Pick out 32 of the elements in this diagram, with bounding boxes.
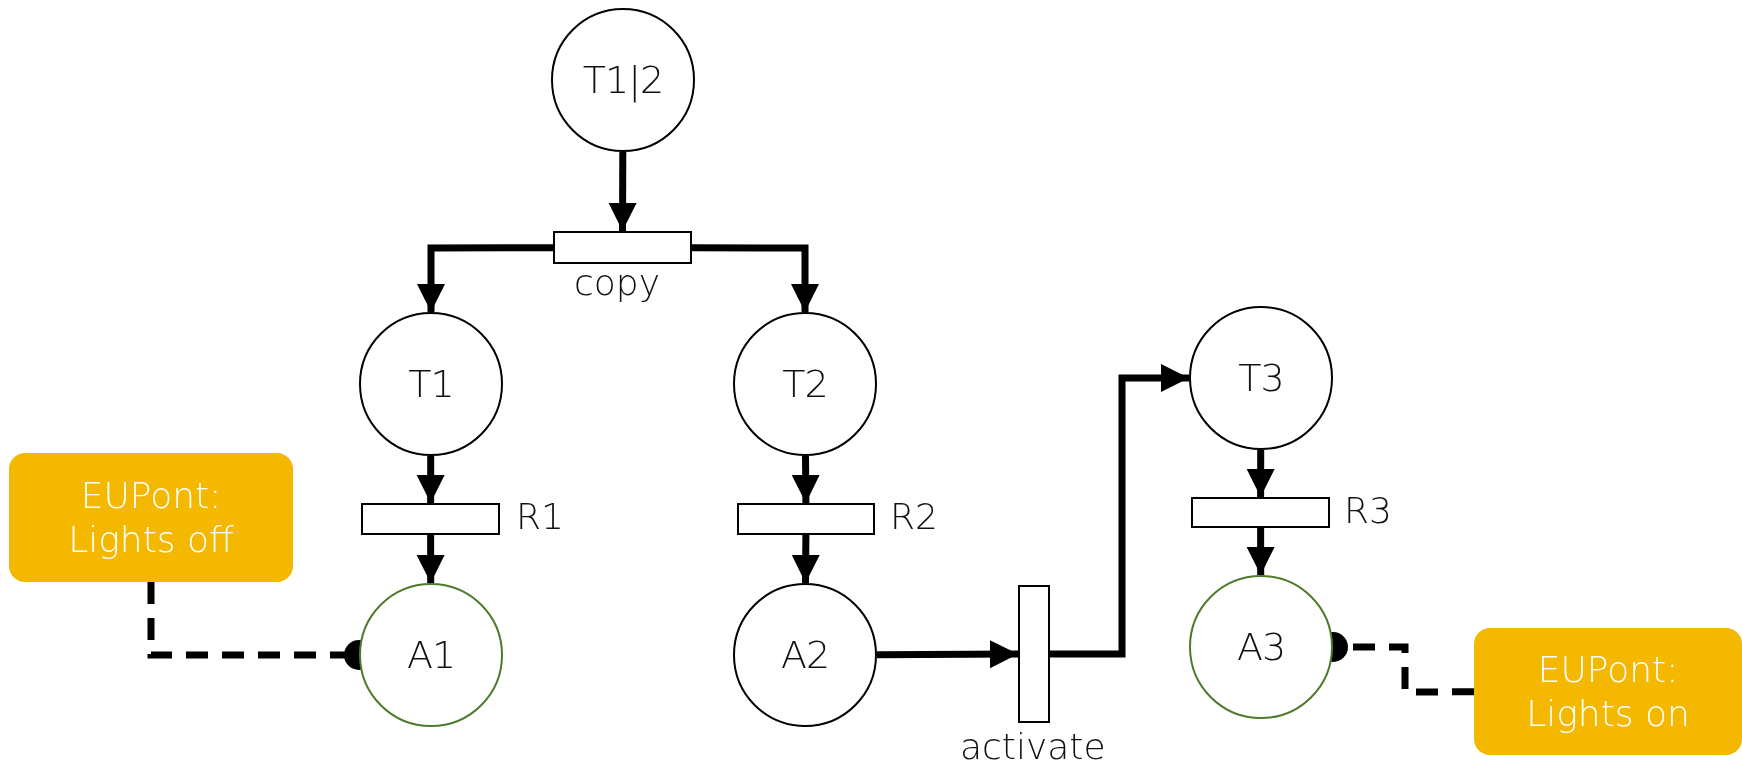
- transition-bar: [361, 503, 500, 535]
- event-label: EUPont: Lights on: [1525, 648, 1691, 735]
- arrow: [416, 535, 445, 583]
- event-label: EUPont: Lights off: [67, 474, 235, 561]
- place-label: A2: [780, 633, 830, 677]
- place-label: A3: [1236, 625, 1286, 669]
- arrow: [791, 534, 820, 584]
- arrow: [608, 152, 637, 231]
- event-box: [9, 453, 293, 582]
- transition-label: copy: [574, 262, 660, 303]
- transition-bar: [1018, 585, 1050, 723]
- arrow: [416, 456, 445, 503]
- event-box: [1474, 628, 1742, 755]
- arrow: [692, 244, 819, 312]
- transition-bar: [1191, 497, 1330, 528]
- arrow: [791, 455, 820, 504]
- place-label: T2: [782, 362, 828, 406]
- place-label: T1: [408, 362, 454, 406]
- transition-bar: [737, 503, 875, 535]
- arrow: [1050, 364, 1189, 658]
- transition-label: activate: [960, 726, 1106, 767]
- transition-label: R1: [516, 496, 564, 537]
- place-label: T3: [1238, 356, 1284, 400]
- arrow: [417, 244, 553, 312]
- place-label: A1: [406, 633, 456, 677]
- transition-label: R3: [1344, 490, 1392, 531]
- transition-label: R2: [890, 496, 938, 537]
- arrow: [877, 640, 1018, 669]
- transition-bar: [553, 231, 692, 264]
- place-label: T1|2: [582, 58, 664, 102]
- arrow: [1246, 450, 1275, 497]
- arrow: [1246, 528, 1275, 575]
